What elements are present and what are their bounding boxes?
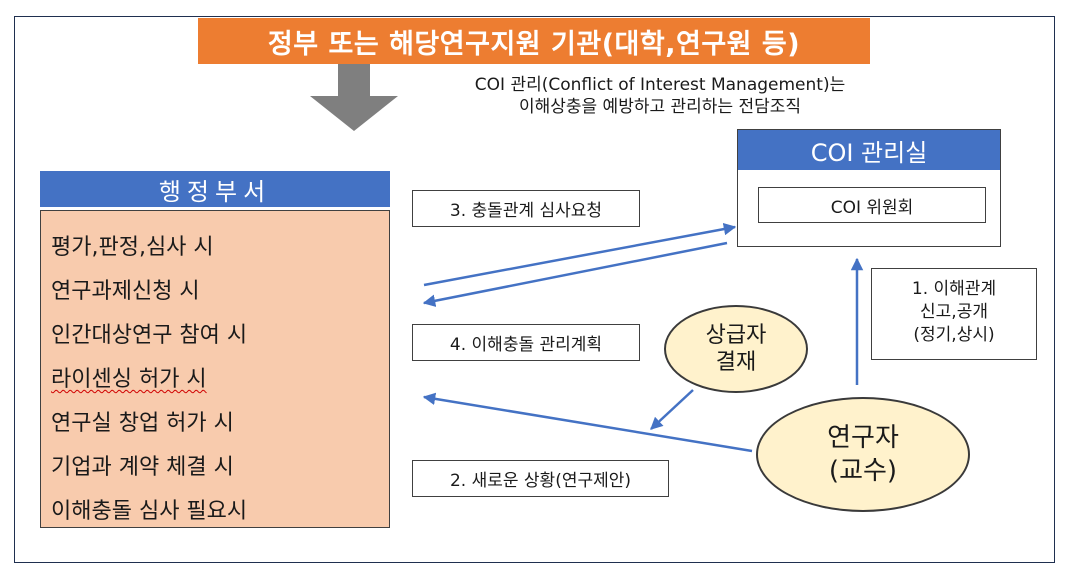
arrow-new-situation (422, 392, 753, 453)
researcher-line1: 연구자 (827, 422, 899, 453)
supervisor-line2: 결재 (715, 350, 757, 375)
step2-label: 2. 새로운 상황(연구제안) (412, 460, 669, 497)
coi-description-line1: COI 관리(Conflict of Interest Management)는 (474, 75, 846, 95)
researcher-line2: (교수) (828, 455, 898, 486)
coi-committee: COI 위원회 (758, 187, 986, 223)
admin-item-licensing-text: 라이센싱 허가 시 (51, 367, 207, 392)
admin-item-human-research: 인간대상연구 참여 시 (51, 323, 248, 348)
admin-item-company-contract: 기업과 계약 체결 시 (51, 455, 234, 480)
arrow-review-request (423, 222, 737, 287)
step3-label: 3. 충돌관계 심사요청 (412, 190, 640, 227)
admin-item-lab-startup: 연구실 창업 허가 시 (51, 411, 234, 436)
supervisor-line1: 상급자 (705, 323, 767, 348)
coi-description-line2: 이해상충을 예방하고 관리하는 전담조직 (518, 97, 802, 117)
step1-label: 1. 이해관계 신고,공개 (정기,상시) (871, 268, 1037, 360)
coi-office-box: COI 관리실 COI 위원회 (737, 129, 1001, 247)
step1-line1: 1. 이해관계 (911, 279, 997, 299)
admin-item-licensing: 라이센싱 허가 시 (51, 361, 207, 393)
diagram-frame (14, 16, 1055, 563)
supervisor-approval-node: 상급자 결재 (664, 305, 808, 393)
coi-office-title: COI 관리실 (738, 130, 1000, 170)
organization-banner: 정부 또는 해당연구지원 기관(대학,연구원 등) (198, 18, 870, 64)
admin-item-project-application: 연구과제신청 시 (51, 279, 200, 304)
step1-line2: 신고,공개 (920, 302, 988, 322)
admin-department-list: 평가,판정,심사 시 연구과제신청 시 인간대상연구 참여 시 라이센싱 허가 … (40, 210, 390, 528)
researcher-node: 연구자 (교수) (756, 397, 970, 512)
admin-department-header: 행정부서 (40, 171, 390, 207)
step4-label: 4. 이해충돌 관리계획 (412, 324, 640, 361)
step1-line3: (정기,상시) (913, 325, 995, 345)
admin-item-evaluation: 평가,판정,심사 시 (51, 235, 214, 260)
admin-item-conflict-review: 이해충돌 심사 필요시 (51, 499, 248, 524)
coi-description: COI 관리(Conflict of Interest Management)는… (440, 74, 880, 118)
arrow-supervisor-approval (650, 389, 694, 430)
arrow-management-plan (422, 241, 728, 307)
